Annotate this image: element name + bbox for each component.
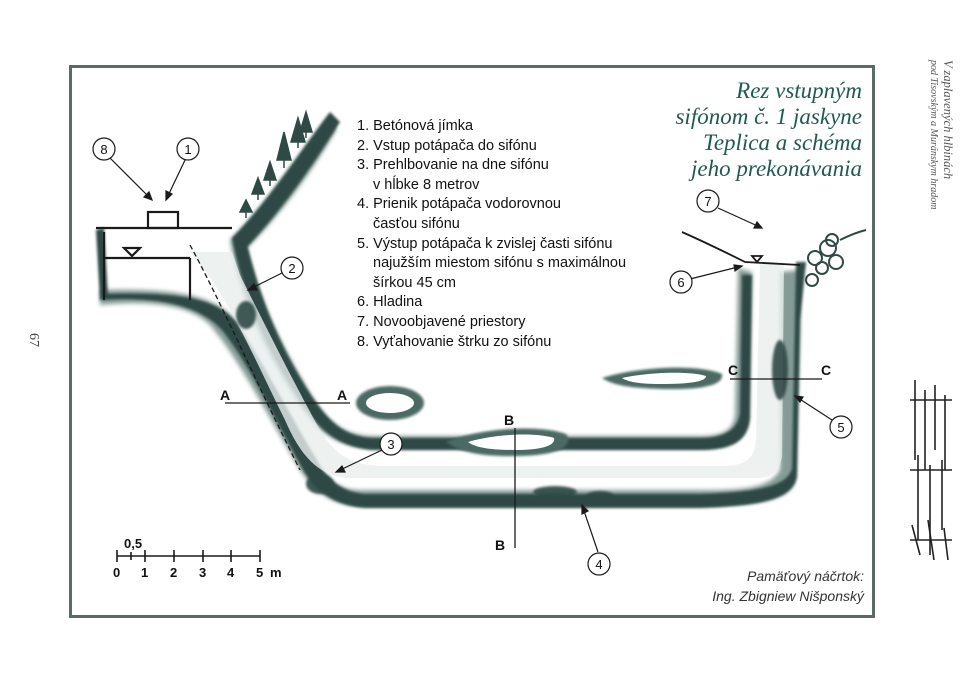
scale-minor-label: 0,5 (124, 536, 142, 551)
diagram-title: Rez vstupným sifónom č. 1 jaskyne Teplic… (602, 78, 862, 182)
scale-tick-4: 4 (227, 565, 235, 580)
section-label-c-left: C (728, 362, 738, 378)
legend-item: 5. Výstup potápača k zvislej časti sifón… (357, 235, 627, 291)
callout-6: 6 (669, 270, 693, 294)
scale-tick-5: 5 (256, 565, 263, 580)
svg-text:1: 1 (184, 142, 191, 157)
legend: 1. Betónová jímka 2. Vstup potápača do s… (357, 117, 626, 352)
title-line: Teplica a schéma (703, 130, 862, 155)
callout-3: 3 (379, 432, 403, 456)
scale-unit: m (270, 565, 282, 580)
running-head-subtitle: pod Tisovským a Muránskym hradom (928, 60, 939, 210)
svg-text:5: 5 (837, 420, 844, 435)
cross-section-b (446, 428, 569, 457)
legend-item: 7. Novoobjavené priestory (357, 313, 526, 330)
gravel-bottom (236, 301, 788, 501)
margin-grass (910, 380, 952, 561)
title-line: sifónom č. 1 jaskyne (675, 104, 862, 129)
svg-text:4: 4 (595, 557, 602, 572)
callout-8: 8 (92, 137, 116, 161)
section-lines (225, 378, 822, 548)
title-line: Rez vstupným (736, 78, 862, 103)
cross-section-a (356, 386, 424, 420)
svg-text:3: 3 (387, 437, 394, 452)
section-label-b-top: B (504, 412, 514, 428)
scale-tick-0: 0 (113, 565, 120, 580)
running-head: V zaplavených hlbinách pod Tisovským a M… (928, 60, 969, 260)
legend-item: 8. Vyťahovanie štrku zo sifónu (357, 333, 552, 350)
callout-4: 4 (587, 552, 611, 576)
boulders (805, 229, 867, 287)
trees (238, 109, 314, 218)
svg-text:7: 7 (704, 194, 711, 209)
legend-item: 6. Hladina (357, 294, 423, 311)
callout-arrows (109, 157, 833, 553)
callout-1: 1 (176, 137, 200, 161)
diver-route (189, 244, 301, 471)
callout-5: 5 (829, 415, 853, 439)
running-head-title: V zaplavených hlbinách (941, 60, 955, 180)
section-label-c-right: C (821, 362, 831, 378)
scale-tick-2: 2 (170, 565, 177, 580)
page-number: 67 (26, 333, 41, 347)
cross-section-c (602, 367, 723, 390)
diagram-frame (69, 65, 875, 618)
concrete-sump (96, 210, 232, 300)
svg-text:2: 2 (288, 261, 295, 276)
author-credit: Pamäťový náčrtok: Ing. Zbigniew Nišponsk… (712, 568, 864, 604)
scale-bar (116, 550, 261, 562)
svg-text:8: 8 (100, 142, 107, 157)
scale-tick-3: 3 (199, 565, 206, 580)
svg-text:6: 6 (677, 275, 684, 290)
section-label-a-right: A (337, 387, 347, 403)
legend-item: 1. Betónová jímka (357, 118, 474, 134)
section-label-b-bottom: B (495, 537, 505, 553)
callout-2: 2 (280, 256, 304, 280)
exit-water-surface (681, 231, 801, 266)
legend-item: 2. Vstup potápača do sifónu (357, 137, 537, 154)
callout-7: 7 (696, 189, 720, 213)
scale-tick-1: 1 (141, 565, 148, 580)
title-line: jeho prekonávania (691, 156, 862, 181)
section-label-a-left: A (220, 387, 230, 403)
